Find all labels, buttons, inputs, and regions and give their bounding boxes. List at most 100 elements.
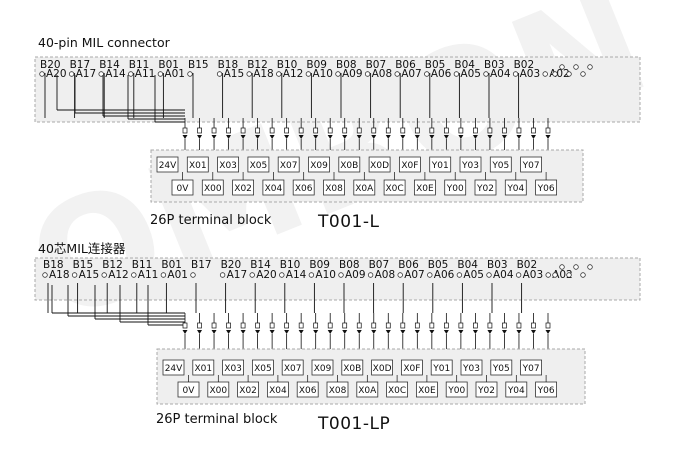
pin-circle xyxy=(131,272,137,278)
pin-circle xyxy=(566,272,572,278)
resistor-symbol xyxy=(444,127,449,134)
model-name-1: T001-L xyxy=(318,212,380,232)
connector-bottom-pin-label: A20 xyxy=(46,68,67,80)
led-symbol xyxy=(487,135,493,139)
resistor-symbol xyxy=(255,322,260,329)
terminal-label-lower: X0E xyxy=(416,184,434,194)
connector-top-pin-label: B07 xyxy=(369,259,390,271)
led-symbol xyxy=(371,135,377,139)
pin-circle xyxy=(276,71,282,77)
connector-top-pin-label: B14 xyxy=(250,259,271,271)
pin-circle xyxy=(397,272,403,278)
pin-circle xyxy=(542,71,548,77)
terminal-label-upper: Y05 xyxy=(491,161,509,171)
led-symbol xyxy=(226,330,232,334)
led-symbol xyxy=(414,330,420,334)
connector-bottom-pin-label: A01 xyxy=(167,269,188,281)
resistor-symbol xyxy=(298,322,304,329)
pin-circle xyxy=(580,71,586,77)
pin-circle xyxy=(216,71,223,77)
pin-circle xyxy=(308,272,315,278)
led-symbol xyxy=(443,330,449,334)
resistor-symbol xyxy=(211,127,217,134)
terminal-label-upper: X0B xyxy=(340,161,358,171)
terminal-box xyxy=(398,156,421,173)
connector-bottom-pin-label: A06 xyxy=(434,269,455,281)
terminal-label-upper: Y01 xyxy=(431,161,449,171)
terminal-box xyxy=(520,359,542,376)
resistor-symbol xyxy=(444,322,449,329)
led-symbol xyxy=(356,330,362,334)
resistor-symbol xyxy=(226,322,231,329)
connector-top-pin-label: B18 xyxy=(218,59,239,71)
resistor-symbol xyxy=(385,127,391,134)
led-symbol xyxy=(240,330,246,334)
terminal-label-upper: Y05 xyxy=(492,364,510,374)
connector-bottom-pin-label: A01 xyxy=(164,68,185,80)
connector-top-pin-label: B11 xyxy=(129,59,150,71)
led-symbol xyxy=(443,135,449,139)
terminal-label-upper: X07 xyxy=(280,161,298,171)
terminal-label-upper: X07 xyxy=(284,364,302,374)
terminal-label-lower: X02 xyxy=(239,386,257,396)
terminal-label-lower: X0A xyxy=(355,184,374,194)
led-symbol xyxy=(255,330,261,334)
connector-top-pin-label: B04 xyxy=(457,259,478,271)
connector-top-pin-label: B07 xyxy=(366,59,387,71)
led-symbol xyxy=(385,330,391,334)
pin-circle xyxy=(335,71,341,77)
pin-circle xyxy=(157,71,164,77)
led-symbol xyxy=(269,135,275,139)
terminal-box xyxy=(430,359,453,376)
connector-top-pin-label: B17 xyxy=(70,59,91,71)
terminal-label-lower: X0C xyxy=(386,184,404,194)
terminal-label-lower: X04 xyxy=(269,386,287,396)
terminal-label-upper: X03 xyxy=(219,161,237,171)
led-symbol xyxy=(342,135,348,139)
pin-circle xyxy=(71,272,78,278)
connector-top-pin-label: B15 xyxy=(73,259,94,271)
led-symbol xyxy=(400,330,406,334)
connector-bottom-pin-label: A07 xyxy=(404,269,425,281)
connector-bottom-pin-label: A03 xyxy=(523,269,544,281)
led-symbol xyxy=(342,330,348,334)
terminal-box xyxy=(311,359,334,376)
connector-top-pin-label: B10 xyxy=(280,259,301,271)
led-symbol xyxy=(226,135,232,139)
connector-bottom-pin-label: A20 xyxy=(256,269,277,281)
model-name-2: T001-LP xyxy=(318,414,391,434)
pin-circle xyxy=(305,71,312,77)
connector-top-pin-label: B05 xyxy=(425,59,446,71)
pin-circle xyxy=(512,71,519,77)
terminal-box xyxy=(308,156,330,173)
led-symbol xyxy=(501,135,507,139)
led-symbol xyxy=(313,135,319,139)
led-symbol xyxy=(284,330,290,334)
connector-bottom-pin-label: A15 xyxy=(224,68,245,80)
pin-circle xyxy=(483,71,489,77)
connector-top-pin-label: B12 xyxy=(247,59,268,71)
led-symbol xyxy=(545,330,551,334)
resistor-symbol xyxy=(356,322,362,329)
resistor-symbol xyxy=(182,127,188,134)
resistor-symbol xyxy=(545,127,551,134)
pin-circle xyxy=(573,64,579,70)
connector-top-pin-label: B09 xyxy=(306,59,327,71)
terminal-box xyxy=(490,359,513,376)
terminal-label-lower: X08 xyxy=(329,386,347,396)
terminal-box xyxy=(341,359,364,376)
pin-circle xyxy=(101,272,107,278)
pin-circle xyxy=(515,272,522,278)
connector-top-pin-label: B06 xyxy=(395,59,416,71)
resistor-symbol xyxy=(458,322,464,329)
terminal-label-upper: Y03 xyxy=(462,364,480,374)
pin-circle xyxy=(98,71,104,77)
led-symbol xyxy=(182,330,188,334)
pin-circle xyxy=(364,71,371,77)
connector-top-pin-label: B09 xyxy=(309,259,330,271)
terminal-box xyxy=(217,156,240,173)
terminal-label-upper: 24V xyxy=(159,161,177,171)
terminal-label-lower: Y06 xyxy=(537,184,555,194)
resistor-symbol xyxy=(269,127,275,134)
